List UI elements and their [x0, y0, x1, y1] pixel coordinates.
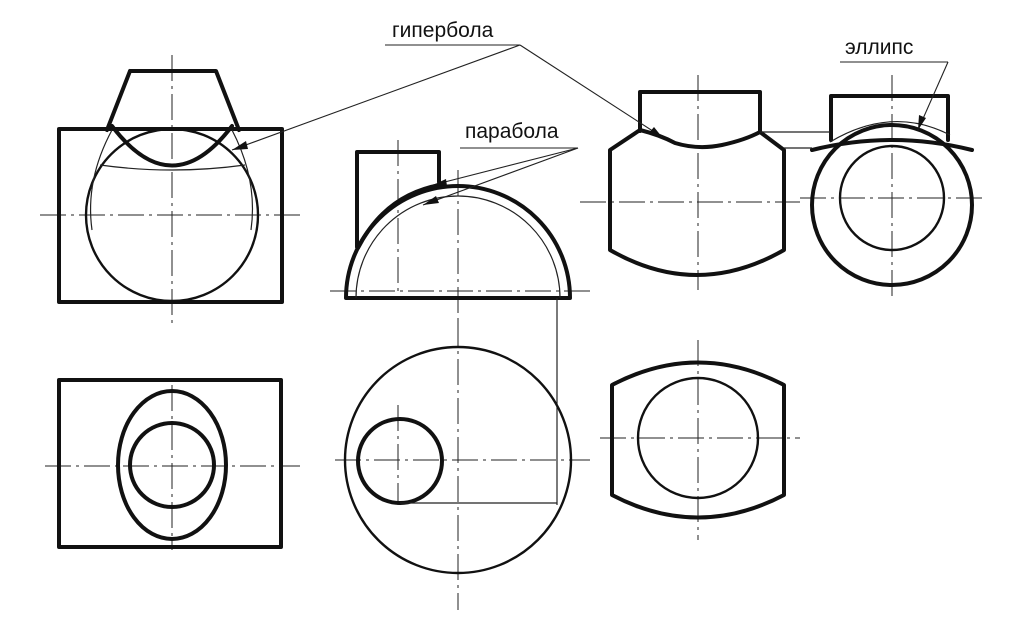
top-sphere-circle: [343, 345, 573, 575]
inner-circle: [838, 144, 946, 252]
top-box-outline: [57, 378, 283, 549]
ellipse-curve: [810, 138, 974, 152]
annotations: гипербола парабола эллипс: [231, 19, 949, 206]
body-outline: [608, 128, 786, 277]
hyperbola-curve: [110, 124, 234, 168]
parabola-leader-2: [432, 147, 579, 186]
top-inner-circle: [128, 421, 216, 509]
view-cylinder-top: [600, 340, 800, 540]
view-parabola-front: [330, 140, 590, 330]
parabola-curve: [356, 183, 442, 250]
outer-circle: [810, 123, 974, 287]
top-cylinder-outline: [638, 90, 762, 133]
parabola-arrow-2: [433, 179, 447, 186]
top-cylinder-circle: [356, 417, 444, 505]
top-oval: [116, 389, 228, 541]
construction-curve-left: [89, 129, 113, 231]
view-cylinder-front: [580, 75, 800, 290]
intersection-line: [99, 164, 246, 171]
hyperbola-leader-left: [231, 44, 521, 151]
parabola-label: парабола: [465, 120, 559, 143]
cylinder-circle: [84, 127, 260, 303]
top-block-outline: [829, 94, 950, 142]
parabola-leader-1: [422, 147, 579, 206]
ellipse-construction: [829, 121, 951, 143]
inner-arc: [355, 195, 561, 299]
top-barrel-outline: [610, 360, 786, 520]
ellipse-label: эллипс: [845, 36, 913, 59]
construction-curve-right: [231, 129, 254, 231]
top-barrel-circle: [636, 376, 760, 500]
view-hyperbola-top: [45, 378, 300, 550]
projection-lines: [556, 131, 830, 505]
hyperbola-arrow-left: [232, 141, 248, 150]
view-parabola-top: [335, 320, 590, 610]
hyperbola-leader-right: [519, 44, 663, 138]
view-hyperbola-front: [40, 55, 300, 325]
hyperbola-label: гипербола: [392, 19, 494, 42]
cylinder-outline: [355, 150, 441, 249]
ellipse-arrow: [918, 115, 926, 130]
view-ellipse-side: [800, 75, 985, 300]
cone-outline: [105, 69, 241, 132]
parabola-arrow-1: [423, 196, 439, 205]
hyperbola-arrow-right: [648, 127, 662, 137]
